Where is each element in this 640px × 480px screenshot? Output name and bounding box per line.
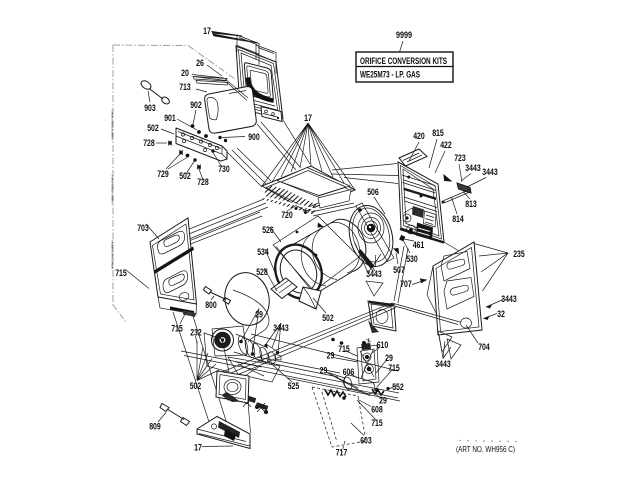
svg-text:723: 723: [454, 153, 466, 164]
svg-text:502: 502: [147, 123, 159, 134]
svg-text:20: 20: [181, 68, 189, 79]
svg-text:9999: 9999: [396, 30, 412, 41]
svg-text:715: 715: [338, 344, 350, 355]
svg-text:17: 17: [203, 26, 211, 37]
svg-text:29: 29: [255, 310, 263, 321]
svg-text:704: 704: [478, 342, 490, 353]
svg-text:506: 506: [367, 187, 379, 198]
svg-text:902: 902: [190, 100, 202, 111]
svg-text:526: 526: [262, 225, 274, 236]
svg-text:502: 502: [179, 171, 191, 182]
svg-text:c dsfak s vbmds b dsklm v: c dsfak s vbmds b dsklm v: [111, 110, 115, 141]
svg-text:s dkme d vkdsl s dsklm d: s dkme d vkdsl s dsklm d: [111, 175, 115, 204]
svg-text:29: 29: [327, 351, 335, 362]
svg-text:901: 901: [164, 113, 176, 124]
svg-text:610: 610: [377, 340, 389, 351]
svg-text:WE25M73 - LP. GAS: WE25M73 - LP. GAS: [360, 70, 420, 80]
svg-text:900: 900: [248, 132, 260, 143]
svg-text:29: 29: [320, 366, 328, 377]
svg-text:ORIFICE CONVERSION KITS: ORIFICE CONVERSION KITS: [360, 56, 447, 66]
svg-text:v kdsme b dsfsk c mdsak: v kdsme b dsfsk c mdsak: [111, 240, 115, 270]
svg-text:3443: 3443: [482, 167, 497, 178]
svg-text:232: 232: [190, 328, 202, 339]
svg-text:809: 809: [149, 422, 161, 433]
svg-text:530: 530: [406, 254, 418, 265]
svg-text:715: 715: [388, 363, 400, 374]
svg-text:815: 815: [432, 128, 444, 139]
svg-text:713: 713: [179, 82, 191, 93]
svg-text:502: 502: [322, 313, 334, 324]
svg-text:703: 703: [137, 223, 149, 234]
svg-text:3443: 3443: [366, 269, 381, 280]
svg-text:26: 26: [196, 58, 204, 69]
svg-text:729: 729: [157, 169, 169, 180]
svg-text:608: 608: [371, 405, 383, 416]
svg-text:461: 461: [413, 240, 425, 251]
svg-text:507: 507: [393, 265, 405, 276]
svg-text:603: 603: [360, 436, 372, 447]
svg-text:29: 29: [385, 353, 393, 364]
svg-text:606: 606: [343, 367, 355, 378]
svg-text:3443: 3443: [273, 323, 288, 334]
svg-text:525: 525: [288, 381, 300, 392]
svg-text:420: 420: [413, 131, 425, 142]
svg-text:728: 728: [143, 138, 155, 149]
svg-text:29: 29: [379, 396, 387, 407]
svg-text:3443: 3443: [435, 359, 450, 370]
svg-text:717: 717: [336, 448, 348, 459]
svg-text:3443: 3443: [465, 163, 480, 174]
svg-text:715: 715: [115, 268, 127, 279]
svg-text:502: 502: [190, 381, 202, 392]
svg-text:(ART NO. WH956 C): (ART NO. WH956 C): [456, 445, 515, 454]
svg-text:17: 17: [304, 113, 312, 124]
svg-text:715: 715: [171, 324, 183, 335]
svg-text:528: 528: [256, 267, 268, 278]
svg-text:814: 814: [452, 214, 464, 225]
svg-text:32: 32: [497, 309, 505, 320]
svg-text:715: 715: [371, 418, 383, 429]
svg-text:903: 903: [144, 103, 156, 114]
svg-text:728: 728: [197, 177, 209, 188]
svg-text:720: 720: [281, 210, 293, 221]
svg-text:730: 730: [218, 164, 230, 175]
svg-text:707: 707: [400, 279, 412, 290]
svg-text:800: 800: [205, 300, 217, 311]
svg-text:422: 422: [440, 140, 452, 151]
svg-text:552: 552: [392, 382, 404, 393]
svg-text:3443: 3443: [501, 294, 516, 305]
svg-text:534: 534: [257, 247, 269, 258]
svg-text:235: 235: [513, 249, 525, 260]
svg-text:813: 813: [465, 199, 477, 210]
svg-text:17: 17: [194, 443, 202, 454]
